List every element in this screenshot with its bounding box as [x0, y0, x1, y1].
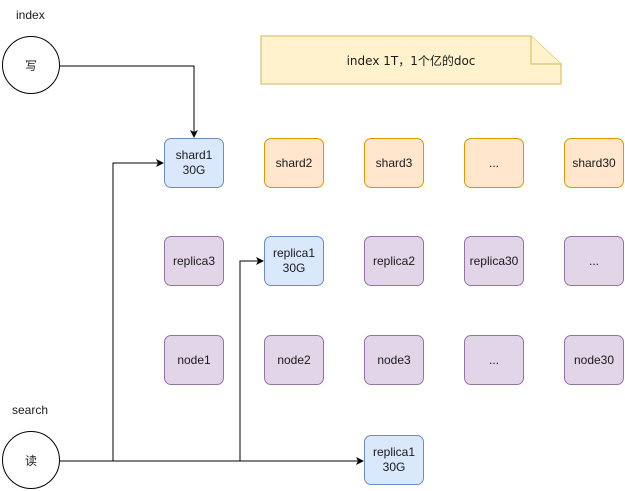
- node1-box[interactable]: node1: [164, 335, 224, 385]
- node3-box[interactable]: node3: [364, 335, 424, 385]
- note-text: index 1T，1个亿的doc: [346, 53, 476, 68]
- read-label: 读: [24, 453, 37, 468]
- replica3-box[interactable]: replica3: [164, 236, 224, 286]
- node2-box[interactable]: node2: [264, 335, 324, 385]
- edge-read-to-replica1: [239, 257, 264, 461]
- read-node[interactable]: 读: [2, 431, 60, 489]
- write-node[interactable]: 写: [2, 36, 60, 94]
- replica1-box[interactable]: replica1 30G: [264, 236, 324, 286]
- replica-ellipsis-box[interactable]: ...: [564, 236, 624, 286]
- node30-box[interactable]: node30: [564, 335, 624, 385]
- shard3-box[interactable]: shard3: [364, 138, 424, 188]
- edge-read-to-shard1: [112, 159, 164, 461]
- replica30-box[interactable]: replica30: [464, 236, 524, 286]
- write-label: 写: [24, 58, 37, 73]
- node-ellipsis-box[interactable]: ...: [464, 335, 524, 385]
- shard2-box[interactable]: shard2: [264, 138, 324, 188]
- shard-ellipsis-box[interactable]: ...: [464, 138, 524, 188]
- replica2-box[interactable]: replica2: [364, 236, 424, 286]
- search-label: search: [12, 403, 49, 417]
- replica1-bottom-box[interactable]: replica1 30G: [364, 435, 424, 485]
- shard30-box[interactable]: shard30: [564, 138, 624, 188]
- index-label: index: [16, 8, 45, 22]
- shard1-box[interactable]: shard1 30G: [164, 138, 224, 188]
- edge-write-to-shard1: [60, 65, 198, 138]
